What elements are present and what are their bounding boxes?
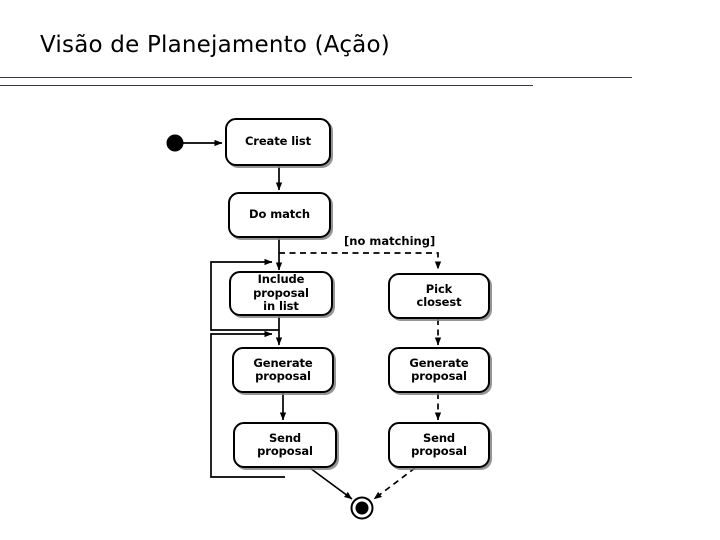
edge-send-proposal-left-to-final xyxy=(309,467,353,500)
activity-node-send-proposal-right-label-line2: proposal xyxy=(411,444,467,458)
activity-node-send-proposal-right-label-line1: Send xyxy=(422,430,456,445)
activity-node-generate-proposal-right[interactable]: Generate proposal xyxy=(388,347,490,393)
activity-node-include-proposal-label-line2: in list xyxy=(263,299,299,314)
activity-node-generate-proposal-left[interactable]: Generate proposal xyxy=(232,347,334,393)
activity-node-create-list-label: Create list xyxy=(244,134,312,149)
activity-node-do-match[interactable]: Do match xyxy=(228,192,331,238)
edge-send-proposal-right-to-final xyxy=(373,467,416,500)
final-node-dot xyxy=(355,501,369,515)
edge-do-match-to-pick-closest xyxy=(279,252,442,270)
activity-node-pick-closest-label-line1: Pick xyxy=(425,281,453,296)
activity-node-create-list[interactable]: Create list xyxy=(225,118,331,166)
initial-node-dot xyxy=(166,134,184,152)
activity-node-send-proposal-left-label-line2: proposal xyxy=(257,444,313,458)
activity-node-send-proposal-left-label-line1: Send xyxy=(268,430,302,445)
activity-node-send-proposal-left[interactable]: Send proposal xyxy=(233,422,337,468)
activity-node-include-proposal[interactable]: Include proposal in list xyxy=(229,271,333,316)
activity-node-generate-proposal-right-label-line2: proposal xyxy=(411,369,467,383)
edge-loop-include-proposal xyxy=(210,258,279,331)
activity-node-include-proposal-label-line1: Include proposal xyxy=(253,272,309,300)
header-rule-top xyxy=(0,77,632,78)
activity-node-send-proposal-right[interactable]: Send proposal xyxy=(388,422,490,468)
activity-node-pick-closest[interactable]: Pick closest xyxy=(388,273,490,319)
activity-node-generate-proposal-left-label-line1: Generate xyxy=(253,355,313,370)
page-title: Visão de Planejamento (Ação) xyxy=(40,32,390,58)
edge-loop-generate-proposal xyxy=(210,330,285,478)
activity-node-generate-proposal-left-label-line2: proposal xyxy=(255,369,311,383)
activity-node-generate-proposal-right-label-line1: Generate xyxy=(409,355,469,370)
activity-node-do-match-label: Do match xyxy=(249,207,310,222)
header-rule-bottom xyxy=(0,85,533,86)
guard-label-no-matching: [no matching] xyxy=(344,234,436,248)
activity-node-pick-closest-label-line2: closest xyxy=(416,295,462,309)
